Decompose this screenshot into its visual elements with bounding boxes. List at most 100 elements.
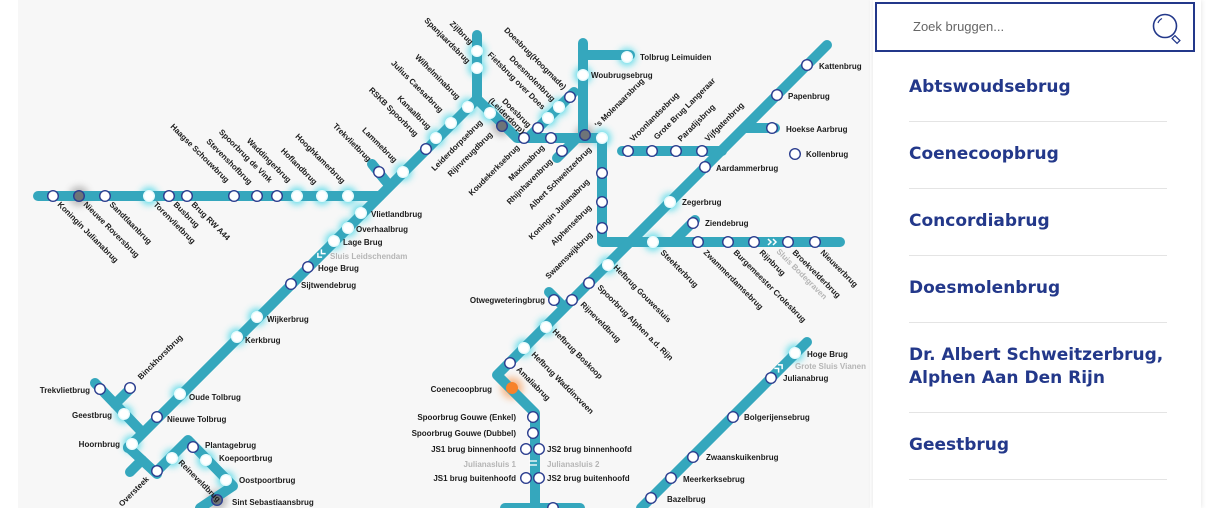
bridge-node[interactable] <box>542 111 555 124</box>
bridge-node[interactable] <box>699 160 712 173</box>
bridge-node[interactable] <box>210 494 223 507</box>
bridge-label[interactable]: Binckhorstbrug <box>136 333 185 382</box>
bridge-node[interactable] <box>186 441 199 454</box>
bridge-label[interactable]: Zwaanskuikenbrug <box>706 453 779 462</box>
bridge-label[interactable]: Julius Caesarbrug <box>389 59 445 115</box>
bridge-node[interactable] <box>173 388 186 401</box>
bridge-list-item[interactable]: Coenecoopbrug <box>909 143 1167 189</box>
bridge-label[interactable]: Woubrugsebrug <box>591 71 653 80</box>
bridge-node[interactable] <box>420 142 433 155</box>
bridge-node[interactable] <box>532 121 545 134</box>
bridge-label[interactable]: Spoorbrug Gouwe (Dubbel) <box>412 429 517 438</box>
bridge-node[interactable] <box>596 166 609 179</box>
bridge-list-item[interactable]: Abtswoudsebrug <box>909 76 1167 122</box>
bridge-label[interactable]: Oostpoortbrug <box>239 476 296 485</box>
bridge-node[interactable] <box>430 131 443 144</box>
bridge-label[interactable]: Oversteek <box>117 474 151 508</box>
bridge-node[interactable] <box>789 147 802 160</box>
bridge-label[interactable]: Geestbrug <box>72 411 112 420</box>
bridge-node[interactable] <box>722 235 735 248</box>
bridge-node[interactable] <box>596 131 609 144</box>
bridge-label[interactable]: Plantagebrug <box>205 441 256 450</box>
bridge-label[interactable]: Zwammerdamsebrug <box>702 248 765 311</box>
bridge-node[interactable] <box>484 106 497 119</box>
bridge-label[interactable]: Kollenbrug <box>806 150 848 159</box>
bridge-label[interactable]: JS2 brug buitenhoofd <box>547 474 630 483</box>
bridge-node[interactable] <box>748 235 761 248</box>
bridge-label[interactable]: Overhaalbrug <box>356 225 408 234</box>
bridge-label[interactable]: Hefbrug Gouwesluis <box>612 263 674 325</box>
bridge-node[interactable] <box>533 472 546 485</box>
bridge-node[interactable] <box>342 221 355 234</box>
bridge-label[interactable]: Zegerbrug <box>682 198 722 207</box>
bridge-node[interactable] <box>230 331 243 344</box>
bridge-node[interactable] <box>302 261 315 274</box>
bridge-node[interactable] <box>647 235 660 248</box>
bridge-label[interactable]: JS1 brug buitenhoofd <box>433 474 516 483</box>
bridge-node[interactable] <box>445 116 458 129</box>
bridge-label[interactable]: Hoekse Aarbrug <box>786 125 848 134</box>
bridge-node[interactable] <box>687 451 700 464</box>
search-input[interactable] <box>911 18 1155 35</box>
bridge-label[interactable]: Steekterbrug <box>659 248 700 289</box>
bridge-node[interactable] <box>527 411 540 424</box>
bridge-label[interactable]: Kerkbrug <box>245 336 281 345</box>
bridge-node[interactable] <box>665 472 678 485</box>
bridge-node[interactable] <box>766 121 779 134</box>
bridge-node[interactable] <box>47 189 60 202</box>
bridge-node[interactable] <box>142 189 155 202</box>
bridge-label[interactable]: JS2 brug binnenhoofd <box>547 445 632 454</box>
bridge-label[interactable]: Julianabrug <box>783 374 828 383</box>
bridge-node[interactable] <box>765 372 778 385</box>
bridge-label[interactable]: Bazelbrug <box>667 495 706 504</box>
bridge-node[interactable] <box>577 68 590 81</box>
bridge-node[interactable] <box>556 144 569 157</box>
bridge-node[interactable] <box>579 128 592 141</box>
bridge-node[interactable] <box>622 144 635 157</box>
bridge-label[interactable]: Oude Tolbrug <box>189 393 241 402</box>
bridge-node[interactable] <box>98 189 111 202</box>
bridge-node[interactable] <box>596 195 609 208</box>
bridge-node[interactable] <box>93 383 106 396</box>
bridge-list-item[interactable]: Concordiabrug <box>909 210 1167 256</box>
bridge-label[interactable]: Hoge Brug <box>318 264 359 273</box>
bridge-node[interactable] <box>471 62 484 75</box>
bridge-node[interactable] <box>583 277 596 290</box>
bridge-node[interactable] <box>180 189 193 202</box>
bridge-node[interactable] <box>150 465 163 478</box>
search-icon[interactable] <box>1151 12 1185 46</box>
bridge-node[interactable] <box>125 438 138 451</box>
bridge-node[interactable] <box>150 411 163 424</box>
bridge-node[interactable] <box>462 100 475 113</box>
bridge-node[interactable] <box>789 347 802 360</box>
bridge-node[interactable] <box>162 189 175 202</box>
bridge-node[interactable] <box>291 189 304 202</box>
bridge-label[interactable]: Koepoortbrug <box>219 454 272 463</box>
bridge-node[interactable] <box>504 357 517 370</box>
bridge-node[interactable] <box>548 294 561 307</box>
bridge-label[interactable]: Ziendebrug <box>705 219 749 228</box>
bridge-label[interactable]: Otwegweteringbrug <box>470 296 545 305</box>
bridge-node[interactable] <box>227 189 240 202</box>
bridge-node[interactable] <box>219 474 232 487</box>
bridge-label[interactable]: Vlietlandbrug <box>371 210 422 219</box>
bridge-list-item[interactable]: Geestbrug <box>909 434 1167 480</box>
bridge-node[interactable] <box>123 382 136 395</box>
bridge-node[interactable] <box>696 144 709 157</box>
bridge-node[interactable] <box>271 189 284 202</box>
bridge-label[interactable]: Spoorbrug Gouwe (Enkel) <box>417 413 516 422</box>
bridge-node[interactable] <box>527 427 540 440</box>
bridge-label[interactable]: Trekvlietbrug <box>40 386 90 395</box>
bridge-node[interactable] <box>355 206 368 219</box>
bridge-label[interactable]: Tolbrug Leimuiden <box>640 53 712 62</box>
bridge-node[interactable] <box>373 165 386 178</box>
bridge-node[interactable] <box>520 443 533 456</box>
bridge-label[interactable]: Coenecoopbrug <box>431 385 492 394</box>
bridge-node[interactable] <box>692 235 705 248</box>
bridge-node[interactable] <box>165 452 178 465</box>
bridge-label[interactable]: Wijkerbrug <box>267 315 309 324</box>
bridge-node[interactable] <box>809 235 822 248</box>
bridge-node[interactable] <box>397 165 410 178</box>
